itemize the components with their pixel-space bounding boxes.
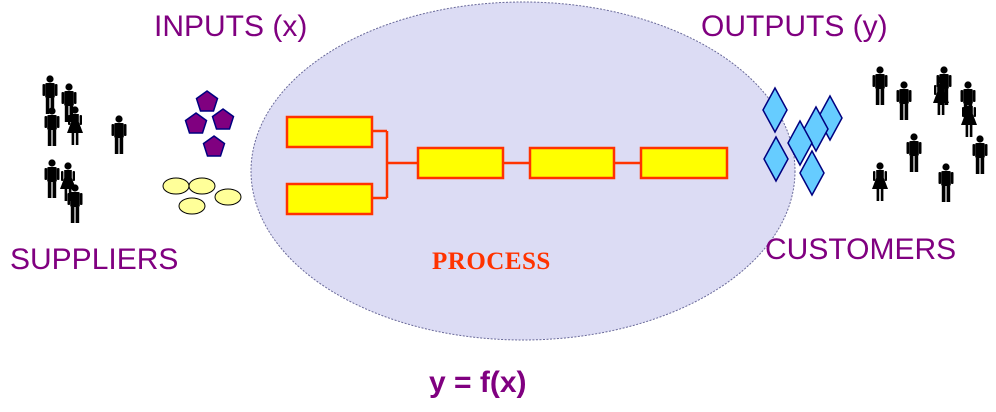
process-flow bbox=[285, 115, 729, 216]
input-oval-icon bbox=[162, 177, 242, 215]
suppliers-people-icon bbox=[42, 75, 127, 223]
process-step-box bbox=[285, 115, 374, 149]
process-step-box bbox=[639, 146, 729, 180]
process-label: PROCESS bbox=[432, 248, 551, 275]
process-ellipse bbox=[250, 1, 796, 341]
outputs-label: OUTPUTS (y) bbox=[701, 10, 888, 43]
process-step-box bbox=[285, 182, 374, 216]
suppliers-label: SUPPLIERS bbox=[10, 243, 179, 276]
formula-label: y = f(x) bbox=[429, 366, 527, 399]
process-step-box bbox=[528, 146, 616, 180]
output-diamond-icon bbox=[762, 87, 843, 196]
input-pentagon-icon bbox=[184, 90, 235, 157]
inputs-label: INPUTS (x) bbox=[154, 10, 308, 43]
process-step-box bbox=[416, 146, 505, 180]
customers-people-icon bbox=[872, 66, 988, 202]
customers-label: CUSTOMERS bbox=[765, 233, 957, 266]
